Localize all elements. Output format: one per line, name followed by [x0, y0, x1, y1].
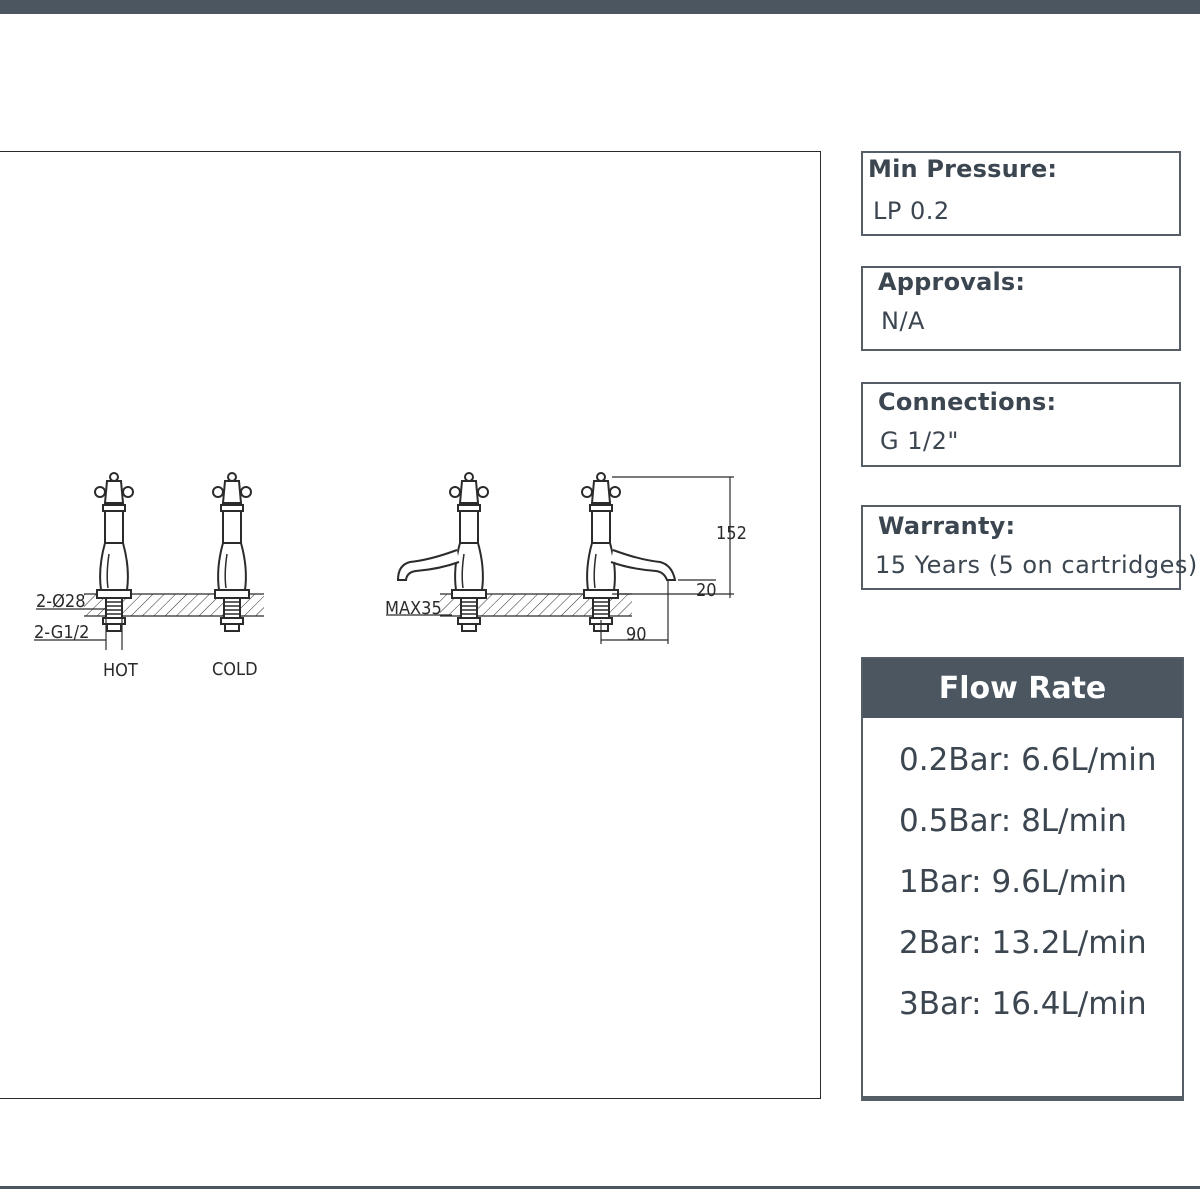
approvals-label: Approvals:: [878, 268, 1026, 296]
warranty-value: 15 Years (5 on cartridges): [875, 551, 1198, 579]
min-pressure-box: Min Pressure: LP 0.2: [861, 151, 1181, 236]
height-label: 152: [716, 523, 747, 544]
right-spout: [610, 549, 677, 581]
spout-reach-label: 90: [626, 624, 647, 645]
hot-label: HOT: [103, 660, 138, 681]
flow-rate-row: 2Bar: 13.2L/min: [899, 925, 1147, 961]
side-worktop-section: [440, 594, 632, 616]
technical-drawing: 2-Ø28 2-G1/2 HOT COLD 152 20 90 MAX35: [34, 472, 747, 681]
thread-label: 2-G1/2: [34, 622, 89, 643]
min-pressure-value: LP 0.2: [873, 197, 950, 225]
connections-value: G 1/2": [880, 427, 959, 455]
connections-box: Connections: G 1/2": [861, 382, 1181, 467]
front-worktop-section: [84, 594, 264, 616]
flow-rate-list: 0.2Bar: 6.6L/min 0.5Bar: 8L/min 1Bar: 9.…: [863, 718, 1182, 1045]
technical-drawing-frame: [0, 151, 821, 1099]
approvals-box: Approvals: N/A: [861, 266, 1181, 351]
warranty-label: Warranty:: [878, 512, 1016, 540]
flow-rate-panel: Flow Rate 0.2Bar: 6.6L/min 0.5Bar: 8L/mi…: [861, 657, 1184, 1101]
top-header-bar: [0, 0, 1200, 14]
min-pressure-label: Min Pressure:: [868, 155, 1058, 183]
spout-height-label: 20: [696, 580, 717, 601]
flow-rate-row: 0.2Bar: 6.6L/min: [899, 742, 1157, 778]
connections-label: Connections:: [878, 388, 1057, 416]
warranty-box: Warranty: 15 Years (5 on cartridges): [861, 505, 1198, 590]
bottom-divider: [0, 1186, 1200, 1189]
flow-rate-row: 3Bar: 16.4L/min: [899, 986, 1147, 1022]
front-view: 2-Ø28 2-G1/2 HOT COLD: [34, 472, 264, 681]
flow-rate-row: 1Bar: 9.6L/min: [899, 864, 1127, 900]
side-view: 152 20 90 MAX35: [385, 472, 747, 645]
cold-label: COLD: [212, 659, 258, 680]
max-thickness-label: MAX35: [385, 598, 442, 619]
diameter-label: 2-Ø28: [36, 591, 86, 612]
approvals-value: N/A: [881, 307, 925, 335]
flow-rate-title: Flow Rate: [863, 659, 1182, 718]
left-spout: [396, 549, 460, 581]
flow-rate-row: 0.5Bar: 8L/min: [899, 803, 1127, 839]
